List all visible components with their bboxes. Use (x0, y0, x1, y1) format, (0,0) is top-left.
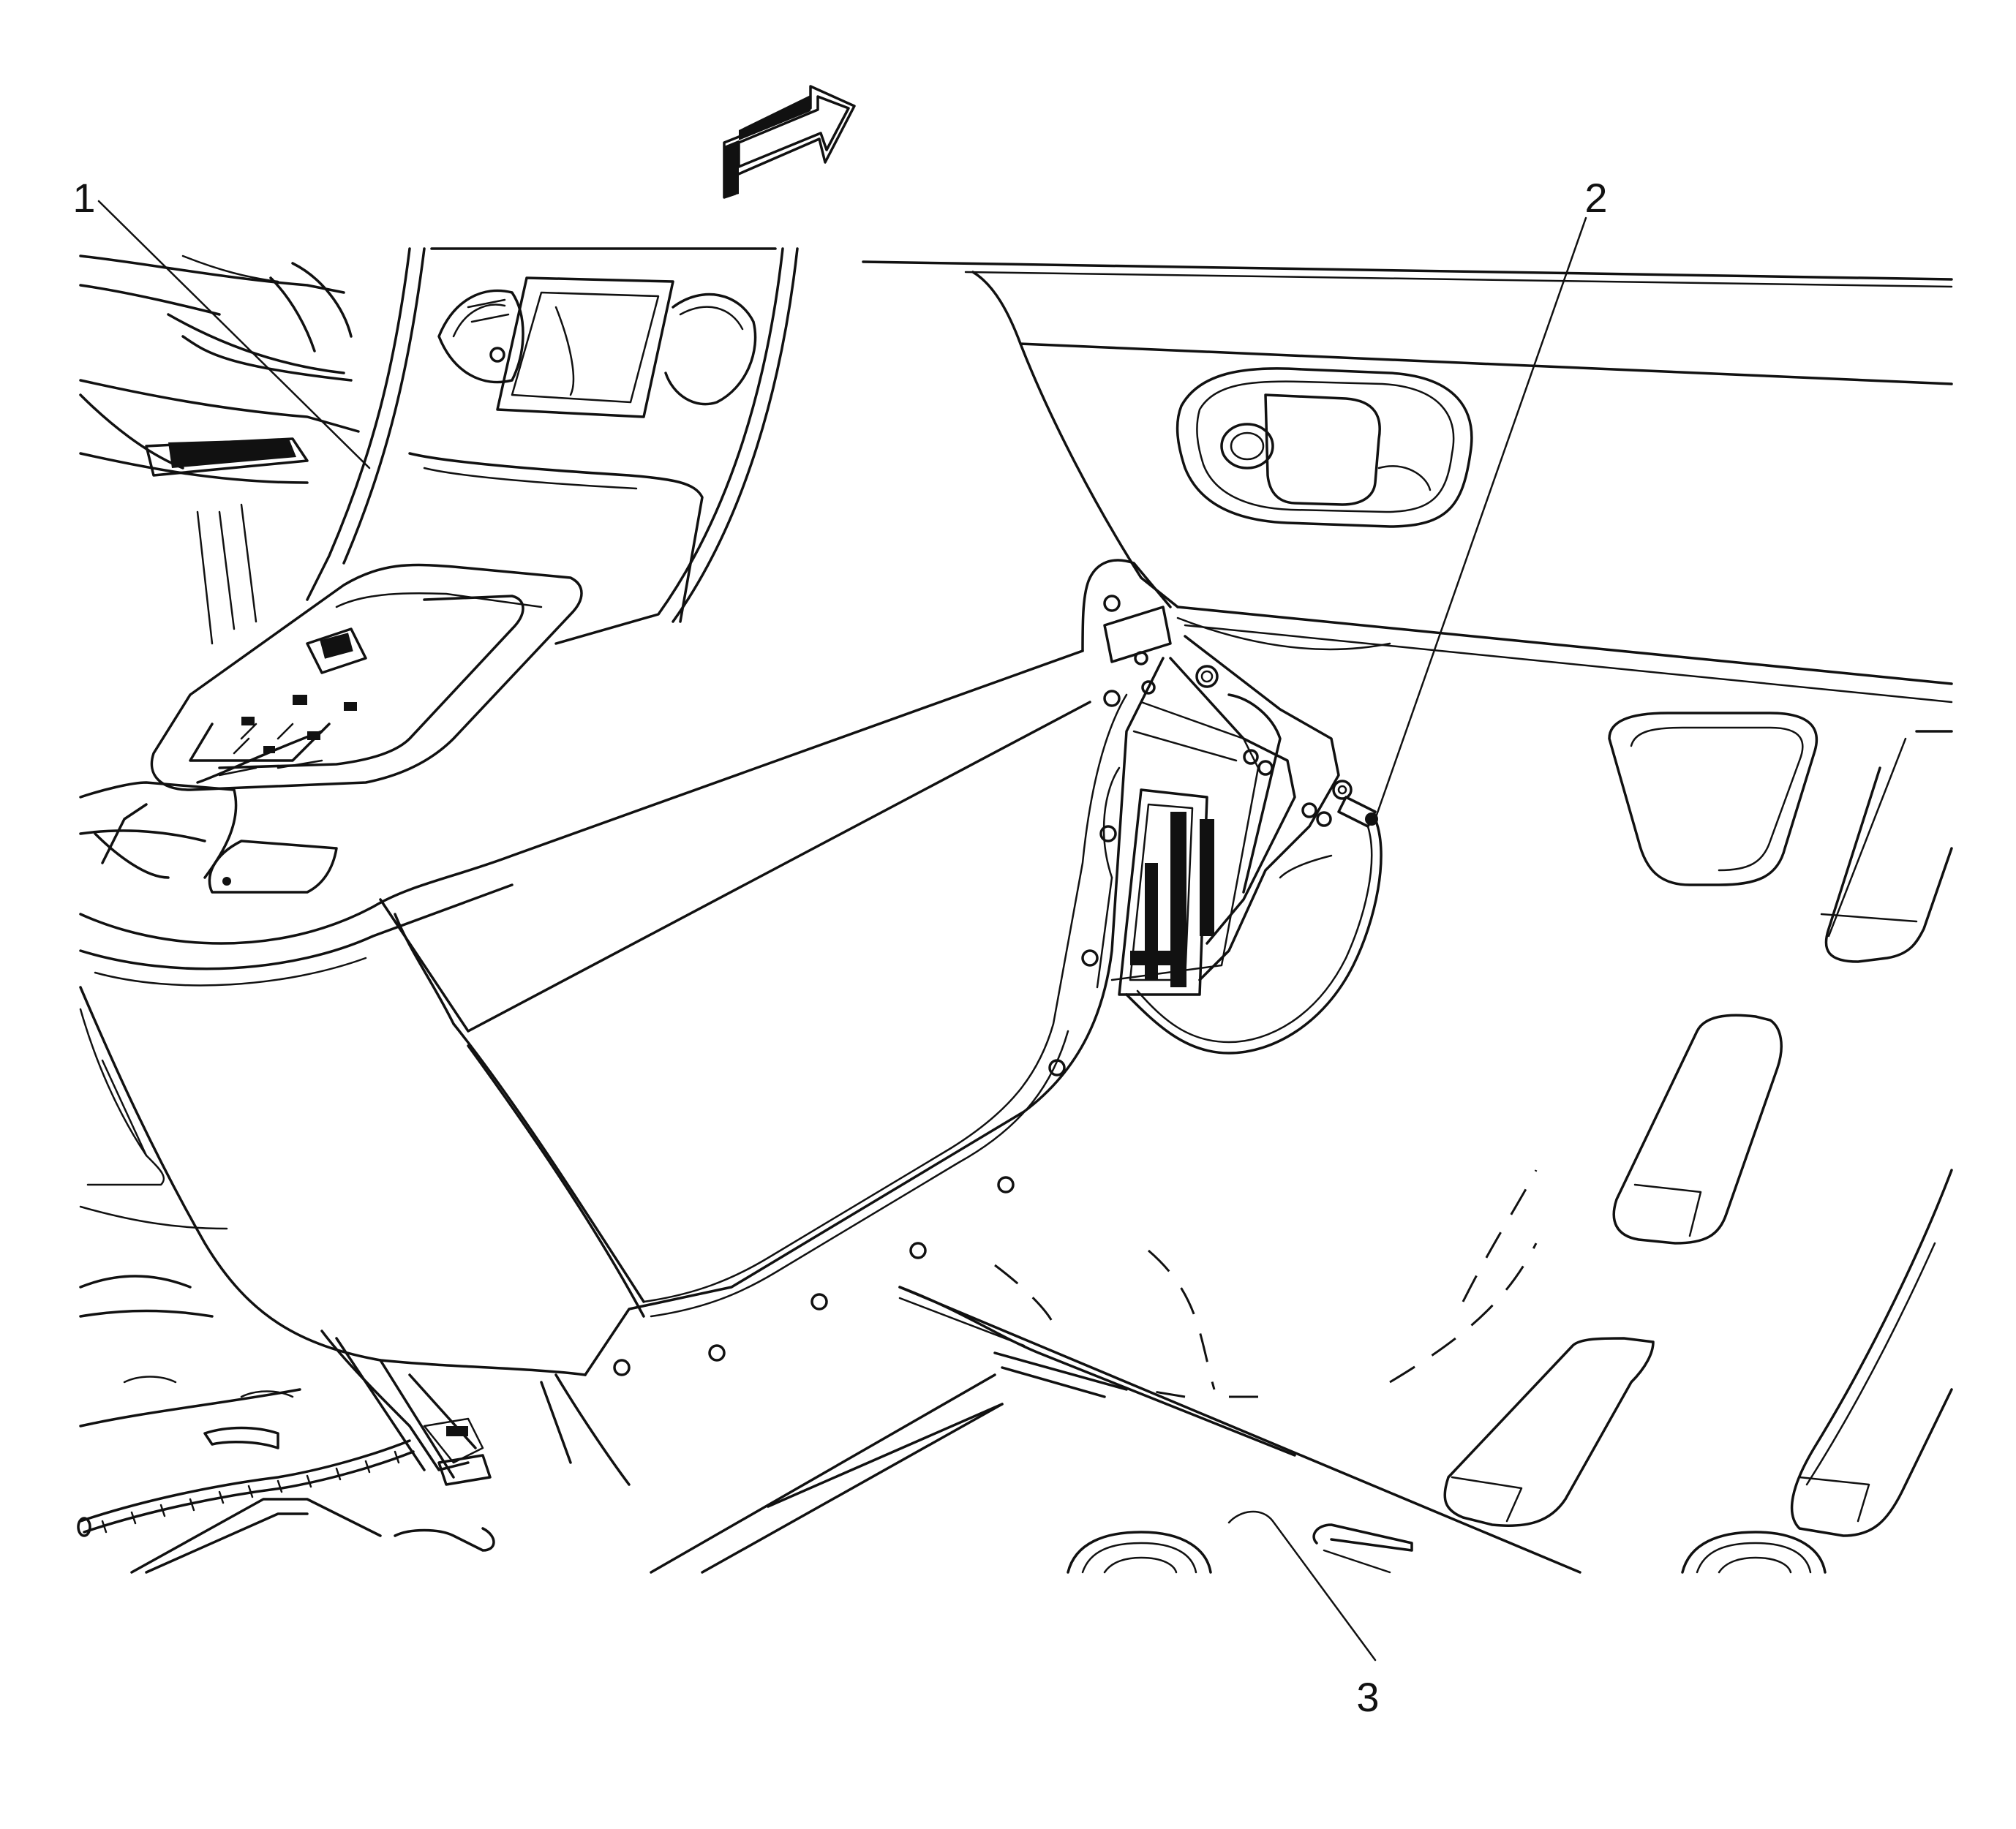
door-panel (862, 260, 1953, 704)
floor-pan (650, 712, 1953, 1574)
console-bracket-assembly (1096, 606, 1383, 1055)
callout-3: 3 (1356, 1674, 1379, 1720)
leader-lines (97, 200, 1587, 1662)
forward-arrow-icon (723, 85, 856, 199)
floor-console (77, 247, 1172, 1574)
callout-2: 2 (1584, 175, 1607, 221)
callout-1: 1 (72, 175, 95, 221)
callout-labels: 1 2 3 (72, 175, 1607, 1720)
